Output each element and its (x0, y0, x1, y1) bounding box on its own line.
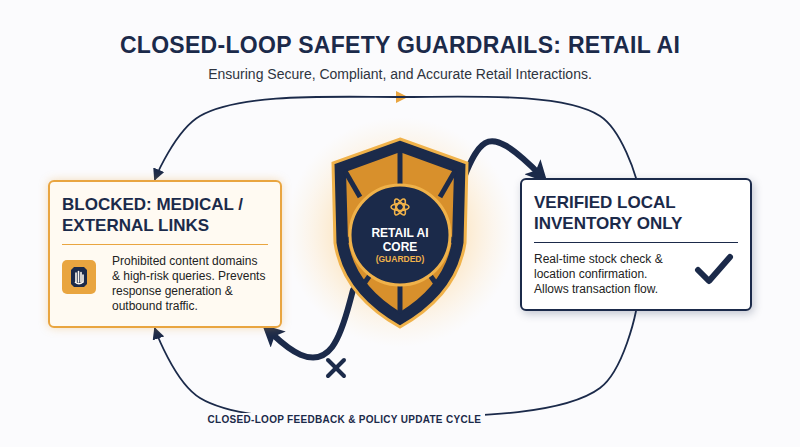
subtitle: Ensuring Secure, Compliant, and Accurate… (0, 66, 800, 82)
stop-hand-icon (60, 258, 98, 296)
verified-box: VERIFIED LOCAL INVENTORY ONLY Real-time s… (520, 178, 752, 311)
core-label-group: RETAIL AI CORE(GUARDED) (357, 219, 443, 271)
diagram-title: CLOSED-LOOP SAFETY GUARDRAILS: RETAIL AI (0, 32, 800, 59)
blocked-x-mark (328, 360, 344, 376)
edge-label: CLOSED-LOOP FEEDBACK & POLICY UPDATE CYC… (204, 413, 486, 426)
flow-arrow (463, 141, 542, 180)
node-heading: VERIFIED LOCAL INVENTORY ONLY (534, 192, 738, 243)
node-heading: BLOCKED: MEDICAL / EXTERNAL LINKS (62, 194, 268, 245)
node-body: (GUARDED) (376, 254, 425, 265)
node-heading: RETAIL AI CORE (357, 226, 443, 254)
blocked-box: BLOCKED: MEDICAL / EXTERNAL LINKSProhibi… (48, 180, 282, 328)
node-body: Real-time stock check & location confirm… (534, 252, 738, 297)
core-shield: RETAIL AI CORE(GUARDED) (325, 135, 475, 330)
checkmark-icon (694, 252, 734, 288)
